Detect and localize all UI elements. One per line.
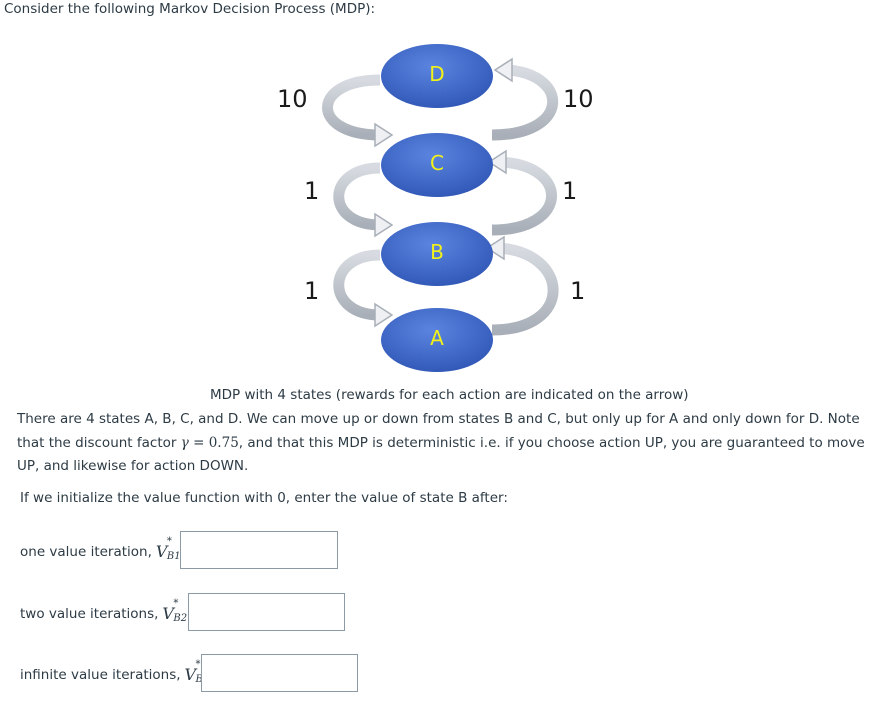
answer-input-infinite-iterations[interactable] [201, 654, 358, 692]
arrowhead-d [493, 57, 513, 83]
gamma-symbol: γ [180, 434, 189, 451]
arrow-b-to-c [491, 156, 557, 236]
right-arrow-heads [485, 57, 513, 261]
equals-sign: = [188, 434, 209, 451]
question-one-iteration: one value iteration, V*B1 [20, 536, 181, 562]
diagram-caption: MDP with 4 states (rewards for each acti… [210, 387, 689, 403]
reward-right-ab: 1 [570, 277, 586, 305]
reward-right-bc: 1 [562, 177, 578, 205]
question-label: infinite value iterations, [20, 666, 181, 683]
left-arrow-heads [374, 122, 394, 328]
state-label-d: D [429, 62, 445, 86]
state-c [381, 133, 493, 197]
question-label: two value iterations, [20, 605, 159, 622]
arrowhead-a [374, 302, 394, 328]
state-label-c: C [430, 151, 444, 175]
answer-input-one-iteration[interactable] [180, 531, 338, 569]
left-arrows [322, 74, 381, 321]
description-part2: , and that this MDP is deterministic i.e… [17, 434, 865, 475]
states [381, 44, 493, 372]
reward-left-ba: 1 [304, 277, 320, 305]
state-d [381, 44, 493, 108]
arrow-b-to-a [333, 249, 381, 321]
reward-right-cd: 10 [563, 85, 594, 113]
state-label-a: A [430, 326, 444, 350]
arrowhead-b [374, 212, 394, 238]
state-label-b: B [430, 240, 444, 264]
description-part1: There are 4 states A, B, C, and D. We ca… [17, 411, 860, 451]
value-symbol: V*B [184, 659, 203, 685]
arrow-c-to-b [333, 162, 381, 231]
state-a [381, 308, 493, 372]
question-infinite-iterations: infinite value iterations, V*B [20, 659, 203, 685]
gamma-value: 0.75 [208, 434, 239, 451]
problem-description: There are 4 states A, B, C, and D. We ca… [17, 408, 877, 479]
value-symbol: V*B2 [162, 598, 188, 624]
arrow-a-to-b [491, 242, 559, 336]
mdp-arrows [322, 44, 559, 372]
intro-text: Consider the following Markov Decision P… [4, 1, 376, 17]
question-two-iterations: two value iterations, V*B2 [20, 598, 188, 624]
instruction-text: If we initialize the value function with… [20, 490, 508, 506]
question-label: one value iteration, [20, 543, 152, 560]
arrow-d-to-c [322, 74, 381, 141]
right-arrows [491, 64, 559, 336]
answer-input-two-iterations[interactable] [188, 593, 345, 631]
arrowhead-c-up [487, 149, 507, 175]
arrowhead-c [374, 122, 394, 148]
reward-left-cb: 1 [304, 177, 320, 205]
mdp-diagram: D C B A 10 1 1 10 1 1 [270, 40, 620, 385]
arrowhead-b-up [485, 235, 505, 261]
value-symbol: V*B1 [155, 536, 181, 562]
state-b [381, 222, 493, 286]
reward-left-dc: 10 [277, 85, 308, 113]
arrow-c-to-d [491, 64, 559, 141]
